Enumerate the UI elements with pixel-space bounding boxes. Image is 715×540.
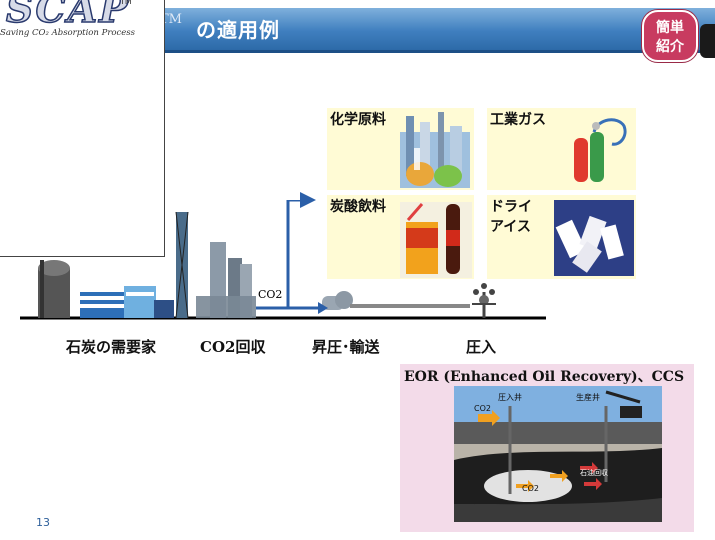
- beverage-illustration: [400, 202, 472, 278]
- eor-oil-label: 石油回収: [580, 469, 608, 477]
- product-chemical-label: 化学原料: [330, 112, 386, 128]
- page-title: の適用例: [196, 18, 280, 42]
- stage-co2-recovery: CO2回収: [200, 338, 266, 356]
- pipe-arrow-head: [318, 302, 328, 314]
- product-dryice-label-1: ドライ: [490, 199, 532, 215]
- stage-coal-consumer: 石炭の需要家: [66, 338, 157, 356]
- product-beverage-label: 炭酸飲料: [330, 199, 386, 215]
- gas-cylinder-illustration: [566, 114, 632, 186]
- logo-subtitle: Saving CO₂ Absorption Process: [0, 28, 136, 38]
- logo-wordmark: SCAP: [5, 0, 130, 32]
- stage-injection: 圧入: [466, 338, 497, 356]
- product-gas-label: 工業ガス: [490, 112, 546, 128]
- eor-production-well-label: 生産井: [576, 393, 600, 402]
- eor-co2-underground-label: CO2: [522, 484, 539, 493]
- chemical-plant-illustration: [400, 112, 470, 188]
- eor-co2-small-label: CO2: [474, 404, 491, 413]
- co2-flow-label: CO2: [258, 288, 283, 301]
- stage-compression-transport: 昇圧･輸送: [312, 338, 380, 356]
- logo-panel: [0, 0, 165, 257]
- page-number: 13: [36, 516, 50, 529]
- logo-tm-mark: TM: [120, 0, 132, 6]
- eor-injection-well-label: 圧入井: [498, 393, 522, 402]
- corner-tab: [700, 24, 715, 58]
- product-dryice-label-2: アイス: [490, 219, 531, 235]
- title-tm-mark: TM: [160, 12, 182, 27]
- intro-button[interactable]: 簡単 紹介: [642, 10, 698, 62]
- dry-ice-illustration: [554, 200, 634, 276]
- eor-title: EOR (Enhanced Oil Recovery)、CCS: [404, 369, 685, 385]
- eor-cross-section: [454, 386, 662, 522]
- header-divider: [0, 50, 715, 53]
- branch-arrow-head: [300, 192, 316, 208]
- process-diagram: [20, 200, 546, 320]
- intro-button-label: 簡単 紹介: [656, 20, 684, 55]
